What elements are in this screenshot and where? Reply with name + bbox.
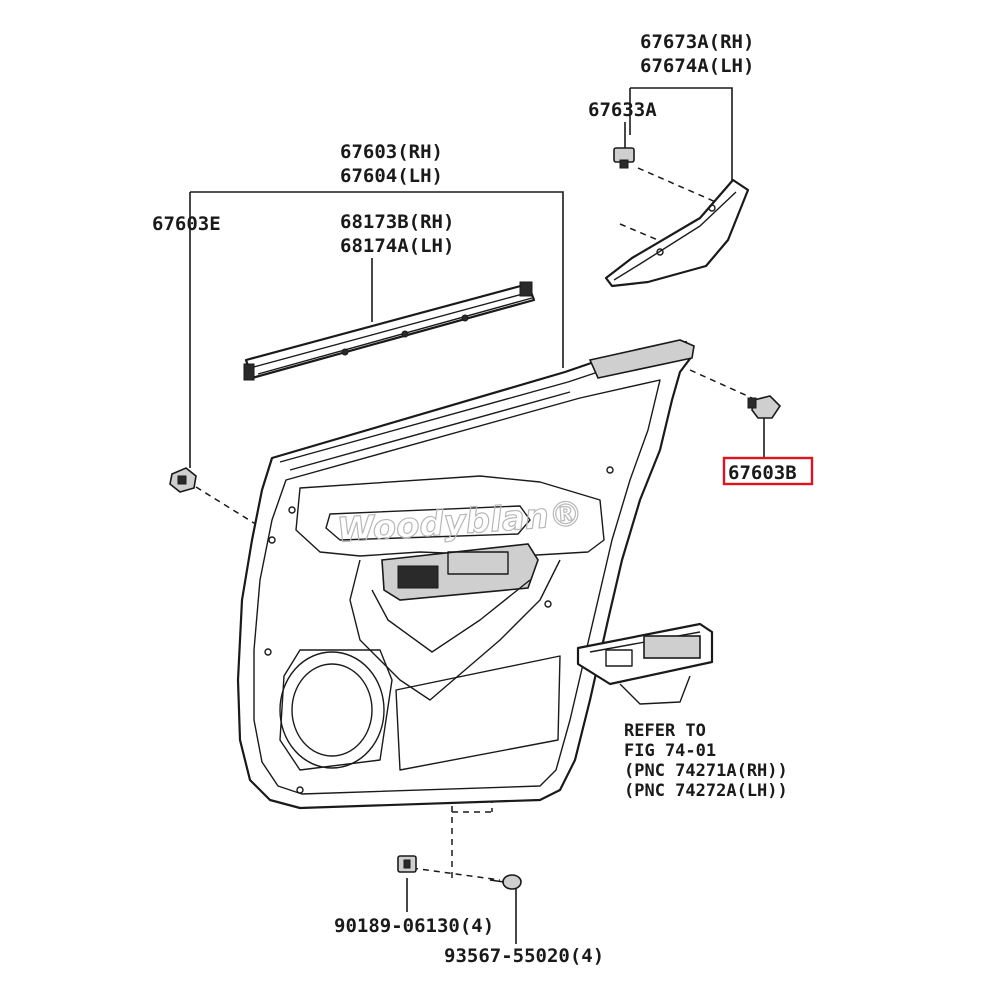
refer-line-1: REFER TO (624, 721, 706, 741)
clip-67633a-part (613, 147, 635, 169)
label-93567-55020: 93567-55020(4) (444, 945, 604, 967)
highlight-box (722, 456, 814, 486)
weatherstrip-part (243, 281, 536, 381)
leader-lines (189, 87, 765, 944)
label-68173b: 68173B(RH) (340, 211, 454, 233)
screw-90189-part (397, 855, 417, 873)
label-67674a: 67674A(LH) (640, 55, 754, 77)
label-67633a: 67633A (588, 99, 657, 121)
label-68174a: 68174A(LH) (340, 235, 454, 257)
label-67603: 67603(RH) (340, 141, 443, 163)
refer-line-4: (PNC 74272A(LH)) (624, 781, 788, 801)
label-67603e: 67603E (152, 213, 221, 235)
refer-line-2: FIG 74-01 (624, 741, 716, 761)
label-67604: 67604(LH) (340, 165, 443, 187)
door-trim-board (236, 339, 695, 810)
label-90189-06130: 90189-06130(4) (334, 915, 494, 937)
label-67673a: 67673A(RH) (640, 31, 754, 53)
screw-93567-part (489, 874, 522, 890)
label-67603b: 67603B (728, 462, 797, 484)
clip-67603e-part (169, 467, 197, 493)
armrest-trim-panel (604, 178, 750, 288)
refer-line-3: (PNC 74271A(RH)) (624, 761, 788, 781)
window-switch-assembly (576, 622, 714, 705)
clip-67603b-part (747, 395, 782, 419)
